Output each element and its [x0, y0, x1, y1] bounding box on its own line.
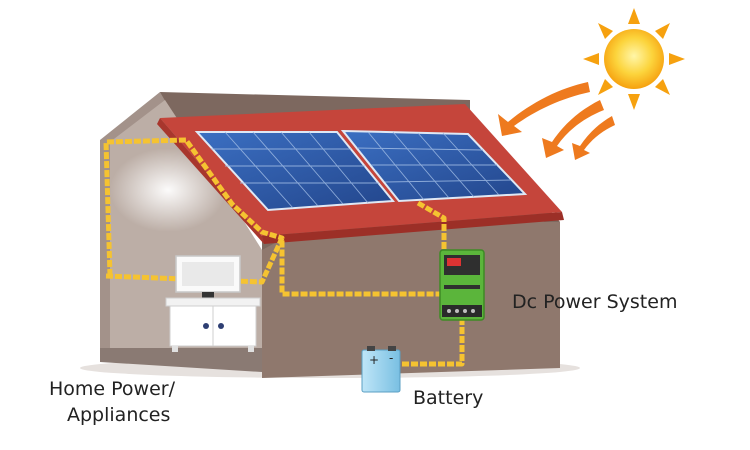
sun-rays [498, 82, 615, 160]
label-home-power: Home Power/ [49, 378, 175, 400]
roof-side-edge [157, 118, 264, 244]
ray-arrow [572, 116, 615, 160]
label-battery: Battery [413, 387, 484, 409]
wire-panel-down [416, 200, 447, 252]
solar-panel-icon [340, 129, 528, 203]
roof-front-edge [262, 212, 564, 244]
cabinet-icon [165, 297, 261, 352]
sun-icon [583, 8, 685, 110]
battery-negative: - [389, 351, 393, 365]
solar-panels [194, 129, 528, 212]
interior-floor [100, 348, 262, 372]
charge-controller-icon [439, 249, 485, 321]
label-appliances: Appliances [67, 404, 171, 426]
wire-to-battery [400, 318, 465, 367]
label-dc-power-system: Dc Power System [512, 291, 678, 313]
ray-arrow [542, 100, 604, 158]
battery-positive: + [369, 353, 379, 367]
wire-ceiling [103, 137, 283, 277]
window-glow [110, 148, 226, 232]
battery-icon: + - [361, 346, 401, 393]
solar-panel-icon [194, 131, 395, 212]
tv-icon [175, 255, 241, 298]
ray-arrow [498, 82, 590, 136]
